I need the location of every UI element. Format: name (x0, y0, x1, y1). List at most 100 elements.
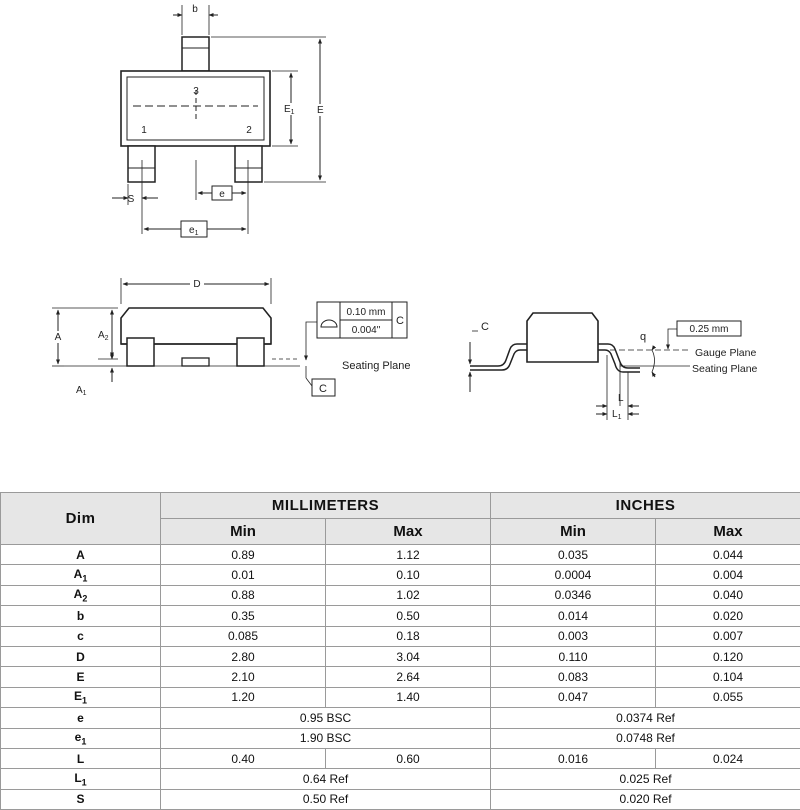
dim-symbol: S (76, 792, 84, 806)
mm-max-cell: 1.40 (326, 687, 491, 707)
in-min-cell: 0.0004 (491, 565, 656, 585)
dim-label-l: L (618, 393, 624, 404)
dim-symbol: c (77, 629, 84, 643)
mm-min-cell: 0.89 (161, 545, 326, 565)
top-view (112, 5, 326, 237)
in-value-cell: 0.025 Ref (491, 769, 800, 789)
dim-symbol: e (77, 711, 84, 725)
in-min-cell: 0.016 (491, 748, 656, 768)
in-value-cell: 0.020 Ref (491, 789, 800, 809)
dim-symbol: L (74, 771, 81, 785)
in-max-cell: 0.004 (656, 565, 800, 585)
pin-label-3: 3 (193, 86, 199, 97)
in-value-cell: 0.0748 Ref (491, 728, 800, 748)
dim-label-e-pitch: e (219, 189, 225, 200)
gauge-plane-label: Gauge Plane (695, 347, 756, 359)
gauge-value: 0.25 mm (690, 324, 729, 335)
dim-symbol: E (76, 670, 84, 684)
dim-label-c-end: C (481, 321, 489, 333)
mm-min-cell: 1.20 (161, 687, 326, 707)
seating-plane-label-side: Seating Plane (342, 360, 411, 372)
mm-max-cell: 2.64 (326, 667, 491, 687)
mm-max-cell: 3.04 (326, 646, 491, 666)
dim-symbol: L (77, 752, 84, 766)
mm-max-cell: 1.12 (326, 545, 491, 565)
mm-min-cell: 0.40 (161, 748, 326, 768)
dim-symbol: D (76, 650, 85, 664)
in-min-cell: 0.003 (491, 626, 656, 646)
in-min-cell: 0.014 (491, 606, 656, 626)
dim-cell: e1 (1, 728, 161, 748)
mm-max-cell: 1.02 (326, 585, 491, 605)
mm-max-cell: 0.60 (326, 748, 491, 768)
dim-label-a: A (55, 332, 62, 343)
in-min-cell: 0.110 (491, 646, 656, 666)
dim-symbol: b (77, 609, 84, 623)
mm-value-cell: 0.64 Ref (161, 769, 491, 789)
mm-min-cell: 0.88 (161, 585, 326, 605)
in-max-cell: 0.024 (656, 748, 800, 768)
dim-subscript: 2 (82, 594, 87, 604)
dim-subscript: 1 (82, 696, 87, 706)
dim-cell: e (1, 708, 161, 728)
in-min-cell: 0.035 (491, 545, 656, 565)
in-max-header: Max (656, 519, 800, 545)
mm-min-header: Min (161, 519, 326, 545)
pin-label-2: 2 (246, 125, 252, 136)
mm-min-cell: 2.80 (161, 646, 326, 666)
mm-value-cell: 0.95 BSC (161, 708, 491, 728)
in-max-cell: 0.044 (656, 545, 800, 565)
in-max-cell: 0.055 (656, 687, 800, 707)
dim-label-l1: L1 (612, 409, 622, 421)
inches-header: INCHES (491, 493, 800, 519)
tolerance-mm: 0.10 mm (347, 307, 386, 318)
dimensions-table: Dim MILLIMETERS INCHES Min Max Min Max A… (0, 492, 800, 810)
dim-cell: E1 (1, 687, 161, 707)
tolerance-datum: C (396, 315, 404, 327)
mm-max-cell: 0.18 (326, 626, 491, 646)
in-max-cell: 0.020 (656, 606, 800, 626)
dim-symbol: E (74, 689, 82, 703)
in-max-cell: 0.007 (656, 626, 800, 646)
in-max-cell: 0.104 (656, 667, 800, 687)
dim-cell: D (1, 646, 161, 666)
datum-c-label: C (319, 383, 327, 395)
dim-label-e-upper: E (317, 105, 324, 116)
mm-min-cell: 0.01 (161, 565, 326, 585)
mm-min-cell: 0.35 (161, 606, 326, 626)
dim-label-b: b (192, 4, 198, 15)
mm-min-cell: 0.085 (161, 626, 326, 646)
pin-label-1: 1 (141, 125, 147, 136)
dim-label-d: D (193, 279, 200, 290)
dim-cell: A2 (1, 585, 161, 605)
in-min-header: Min (491, 519, 656, 545)
dim-label-s: S (128, 194, 135, 205)
mm-max-cell: 0.50 (326, 606, 491, 626)
dim-label-a1: A1 (76, 385, 87, 397)
dim-cell: L (1, 748, 161, 768)
package-drawing: b 3 1 2 E1 E S e e1 (0, 0, 800, 470)
mm-value-cell: 1.90 BSC (161, 728, 491, 748)
in-max-cell: 0.040 (656, 585, 800, 605)
dim-cell: A (1, 545, 161, 565)
dim-subscript: 1 (82, 573, 87, 583)
in-min-cell: 0.083 (491, 667, 656, 687)
dim-subscript: 1 (82, 777, 87, 787)
seating-plane-label-end: Seating Plane (692, 363, 758, 375)
mm-min-cell: 2.10 (161, 667, 326, 687)
in-value-cell: 0.0374 Ref (491, 708, 800, 728)
in-min-cell: 0.047 (491, 687, 656, 707)
dim-cell: E (1, 667, 161, 687)
